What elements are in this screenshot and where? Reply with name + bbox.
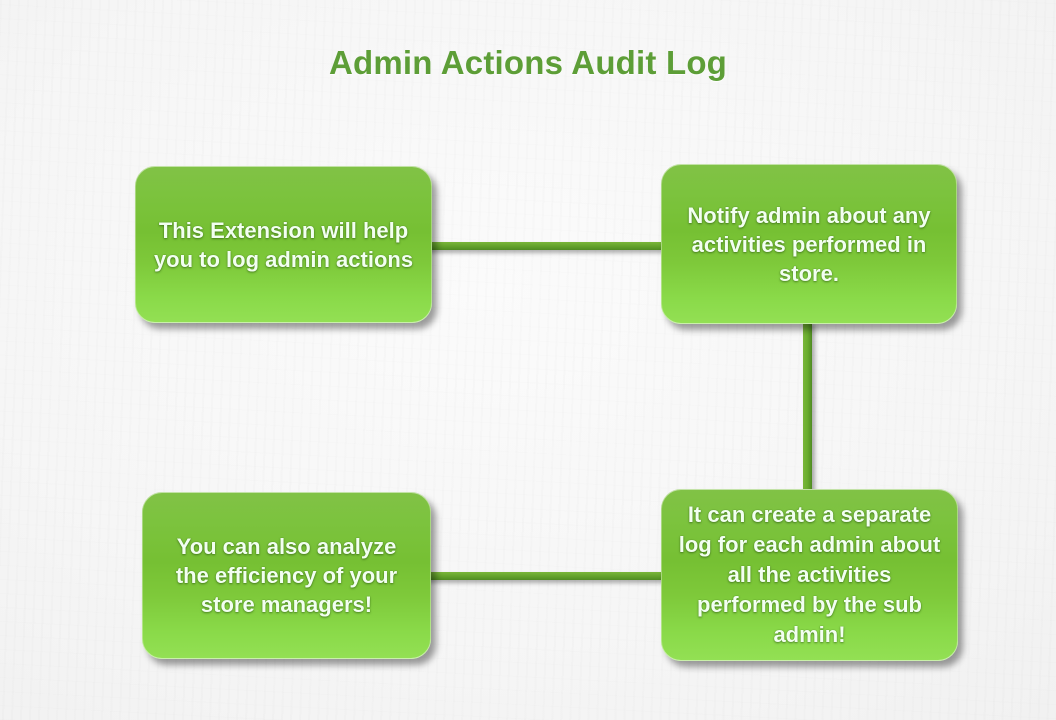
flow-node-notify-admin[interactable]: Notify admin about any activities perfor… <box>661 164 957 324</box>
flow-node-label: Notify admin about any activities perfor… <box>687 202 931 286</box>
flow-node-extension-purpose[interactable]: This Extension will help you to log admi… <box>135 166 432 323</box>
flow-node-label: This Extension will help you to log admi… <box>153 217 414 272</box>
page-title: Admin Actions Audit Log <box>328 44 728 81</box>
connector-node1-node2 <box>424 242 669 250</box>
flow-node-label: It can create a separate log for each ad… <box>678 502 941 647</box>
connector-node3-node4 <box>424 572 669 580</box>
flow-node-label: You can also analyze the efficiency of y… <box>175 534 398 617</box>
flow-node-analyze-efficiency[interactable]: You can also analyze the efficiency of y… <box>142 492 431 659</box>
flow-node-separate-log[interactable]: It can create a separate log for each ad… <box>661 489 958 661</box>
connector-node2-node4 <box>803 322 812 494</box>
